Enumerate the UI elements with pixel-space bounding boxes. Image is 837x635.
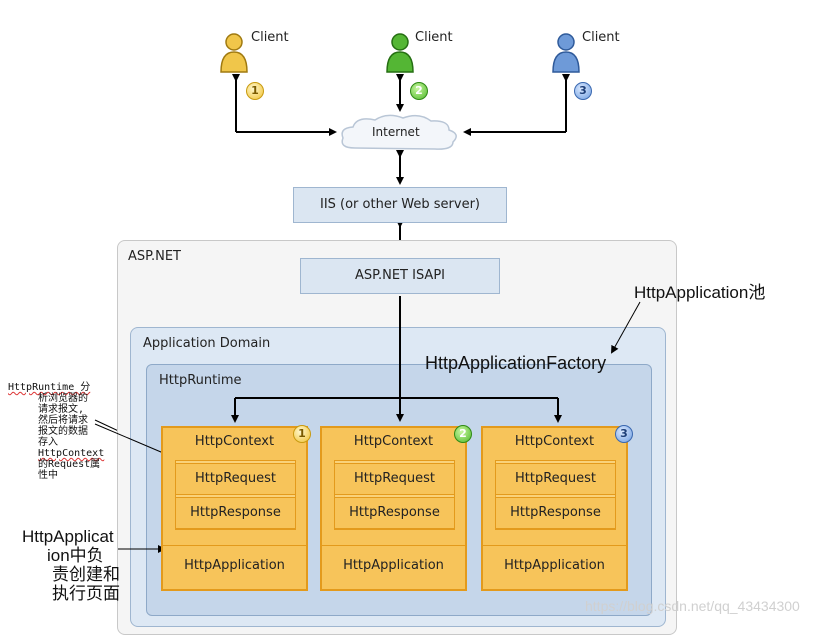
factory-annotation: HttpApplicationFactory — [425, 353, 607, 373]
context-1-badge: 1 — [293, 425, 311, 443]
app-domain-label: Application Domain — [143, 336, 271, 351]
http-request-box: HttpRequest — [334, 463, 455, 495]
runtime-note-line: 然后将请求 — [38, 415, 88, 426]
user-icon — [552, 33, 580, 73]
client1-connector — [232, 74, 337, 136]
http-context-title: HttpContext — [514, 434, 595, 449]
http-application-box: HttpApplication — [483, 545, 626, 590]
client-2-badge: 2 — [410, 82, 428, 100]
aspnet-label: ASP.NET — [128, 249, 181, 264]
context-3-badge: 3 — [615, 425, 633, 443]
iis-label: IIS (or other Web server) — [319, 197, 481, 212]
http-request-box: HttpRequest — [175, 463, 296, 495]
context-2-badge: 2 — [454, 425, 472, 443]
app-note-line: 执行页面 — [52, 584, 120, 603]
http-context-3: HttpContext HttpRequest HttpResponse Htt… — [481, 426, 628, 591]
client-3: Client — [550, 30, 630, 80]
http-application-box: HttpApplication — [322, 545, 465, 590]
app-note-line: 责创建和 — [52, 565, 120, 584]
runtime-note-line: 存入 — [38, 437, 58, 448]
client-1: Client — [218, 30, 298, 80]
runtime-note: HttpRuntime 分 析浏览器的 请求报文, 然后将请求 报文的数据 存入… — [8, 382, 120, 481]
http-response-box: HttpResponse — [495, 497, 616, 529]
watermark: https://blog.csdn.net/qq_43434300 — [585, 598, 800, 614]
app-note-line: HttpApplicat — [22, 527, 114, 546]
internet-cloud: Internet — [335, 112, 465, 156]
pool-annotation: HttpApplication池 — [634, 283, 766, 302]
client3-connector — [463, 74, 570, 136]
http-context-1: HttpContext HttpRequest HttpResponse Htt… — [161, 426, 308, 591]
client-label: Client — [415, 30, 453, 45]
user-icon — [220, 33, 248, 73]
client-label: Client — [582, 30, 620, 45]
runtime-note-line: 性中 — [38, 470, 58, 481]
runtime-note-line: HttpRuntime 分 — [8, 382, 91, 393]
http-context-title: HttpContext — [353, 434, 434, 449]
isapi-label: ASP.NET ISAPI — [355, 268, 445, 283]
http-response-box: HttpResponse — [334, 497, 455, 529]
runtime-note-line: HttpContext — [38, 448, 105, 459]
iis-box: IIS (or other Web server) — [293, 187, 507, 223]
client-1-badge: 1 — [246, 82, 264, 100]
runtime-note-line: 请求报文, — [38, 404, 85, 415]
http-context-2: HttpContext HttpRequest HttpResponse Htt… — [320, 426, 467, 591]
client-label: Client — [251, 30, 289, 45]
http-request-box: HttpRequest — [495, 463, 616, 495]
client-3-badge: 3 — [574, 82, 592, 100]
isapi-box: ASP.NET ISAPI — [300, 258, 500, 294]
runtime-note-line: 析浏览器的 — [38, 393, 88, 404]
http-application-box: HttpApplication — [163, 545, 306, 590]
cloud-icon — [341, 114, 457, 150]
app-note-line: ion中负 — [47, 546, 104, 565]
user-icon — [386, 33, 414, 73]
client-2: Client — [384, 30, 464, 80]
app-note: HttpApplicat ion中负 责创建和 执行页面 — [22, 527, 152, 603]
runtime-note-line: 报文的数据 — [38, 426, 88, 437]
internet-label: Internet — [372, 125, 420, 139]
http-runtime-label: HttpRuntime — [159, 373, 242, 388]
http-response-box: HttpResponse — [175, 497, 296, 529]
http-context-title: HttpContext — [194, 434, 275, 449]
runtime-note-line: 的Request属 — [38, 459, 101, 470]
